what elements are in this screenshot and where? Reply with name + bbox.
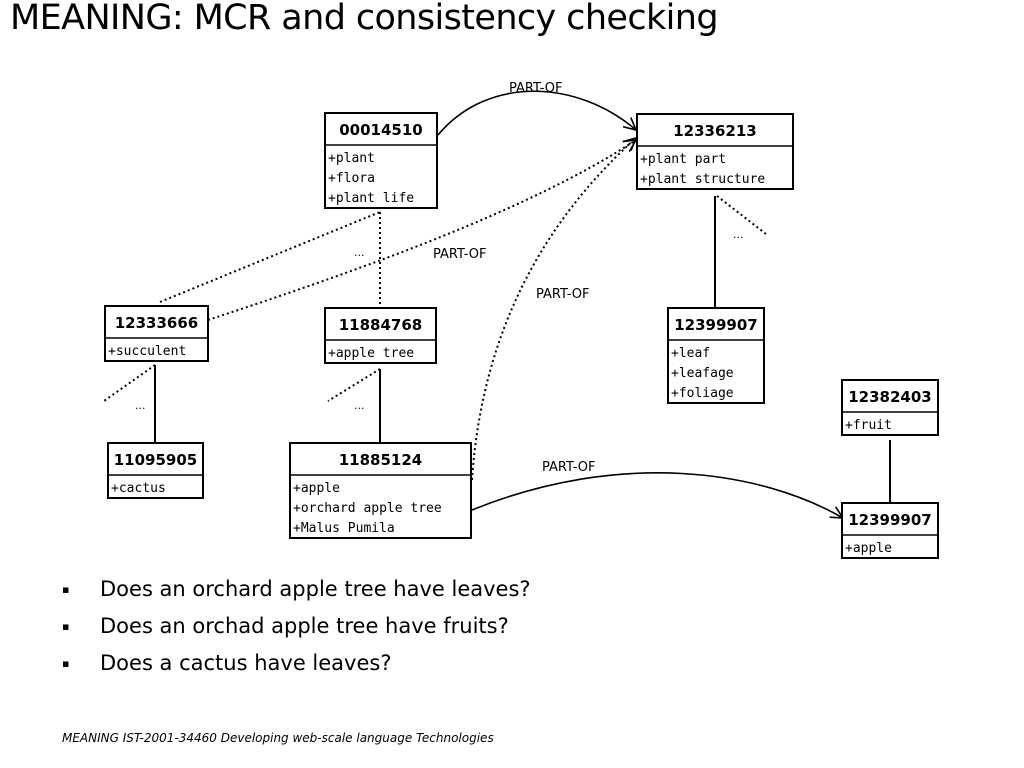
synset-synonym: +plant (328, 151, 375, 166)
question-text: Does an orchard apple tree have leaves? (100, 577, 531, 601)
synset-id: 11885124 (339, 451, 423, 469)
question-text: Does a cactus have leaves? (100, 651, 392, 675)
synset-frame (324, 307, 437, 364)
hypernym-link (716, 195, 767, 235)
synset-box: 12399907 +apple (841, 502, 939, 559)
synset-synonym: +Malus Pumila (293, 521, 395, 536)
ellipsis: ... (733, 228, 744, 241)
synset-synonym: +leaf (671, 346, 710, 361)
hypernym-link (159, 211, 381, 303)
ellipsis: ... (354, 399, 365, 412)
part-of-arrow (471, 472, 843, 518)
synset-synonym: +flora (328, 171, 375, 186)
synset-synonym: +apple (293, 481, 340, 496)
synset-synonym: +succulent (108, 344, 186, 359)
footer-text: MEANING IST-2001-34460 Developing web-sc… (62, 731, 494, 745)
part-of-arrow (207, 140, 636, 321)
synset-synonym: +cactus (111, 481, 166, 496)
bullet-icon: ▪ (62, 620, 70, 633)
synset-frame (636, 113, 794, 190)
edge-label-part-of: PART-OF (509, 81, 563, 96)
synset-synonym: +orchard apple tree (293, 501, 442, 516)
hypernym-link (103, 364, 156, 402)
slide-title: MEANING: MCR and consistency checking (10, 0, 719, 38)
synset-synonym: +plant life (328, 191, 414, 206)
synset-frame (667, 307, 765, 404)
question-item: ▪ Does an orchad apple tree have fruits? (62, 611, 531, 648)
bullet-icon: ▪ (62, 657, 70, 670)
synset-diagram: PART-OF PART-OF PART-OF PART-OF ... ... … (103, 81, 939, 559)
synset-id: 11884768 (339, 316, 423, 334)
synset-id: 12399907 (848, 511, 932, 529)
synset-frame (841, 379, 939, 436)
synset-box: 12399907 +leaf +leafage +foliage (667, 307, 765, 404)
synset-synonym: +apple tree (328, 346, 414, 361)
synset-id: 11095905 (114, 451, 198, 469)
synset-synonym: +plant structure (640, 172, 765, 187)
question-item: ▪ Does a cactus have leaves? (62, 648, 531, 685)
bullet-icon: ▪ (62, 583, 70, 596)
synset-synonym: +apple (845, 541, 892, 556)
synset-box: 11885124 +apple +orchard apple tree +Malus … (289, 442, 472, 539)
synset-synonym: +plant part (640, 152, 726, 167)
question-text: Does an orchad apple tree have fruits? (100, 614, 509, 638)
edge-label-part-of: PART-OF (433, 247, 487, 262)
synset-synonym: +leafage (671, 366, 734, 381)
edge-label-part-of: PART-OF (536, 287, 590, 302)
synset-frame (104, 305, 209, 362)
synset-box: 12382403 +fruit (841, 379, 939, 436)
synset-id: 12333666 (115, 314, 199, 332)
synset-synonym: +fruit (845, 418, 892, 433)
connectors (103, 90, 891, 518)
part-of-arrow (471, 138, 636, 481)
edge-label-part-of: PART-OF (542, 460, 596, 475)
synset-synonym: +foliage (671, 386, 734, 401)
synset-frame (107, 442, 204, 499)
question-list: ▪ Does an orchard apple tree have leaves?… (62, 574, 531, 685)
hypernym-link (327, 368, 381, 402)
synset-id: 12399907 (674, 316, 758, 334)
synset-box: 12333666 +succulent (104, 305, 209, 362)
synset-box: 12336213 +plant part +plant structure (636, 113, 794, 190)
synset-box: 11095905 +cactus (107, 442, 204, 499)
ellipsis: ... (354, 246, 365, 259)
synset-frame (841, 502, 939, 559)
synset-id: 12336213 (673, 122, 757, 140)
synset-frame (289, 442, 472, 539)
synset-box: 00014510 +plant +flora +plant life (324, 112, 438, 209)
synset-frame (324, 112, 438, 209)
synset-box: 11884768 +apple tree (324, 307, 437, 364)
part-of-arrow (437, 90, 636, 136)
ellipsis: ... (135, 399, 146, 412)
synset-id: 00014510 (339, 121, 423, 139)
question-item: ▪ Does an orchard apple tree have leaves? (62, 574, 531, 611)
synset-id: 12382403 (848, 388, 932, 406)
